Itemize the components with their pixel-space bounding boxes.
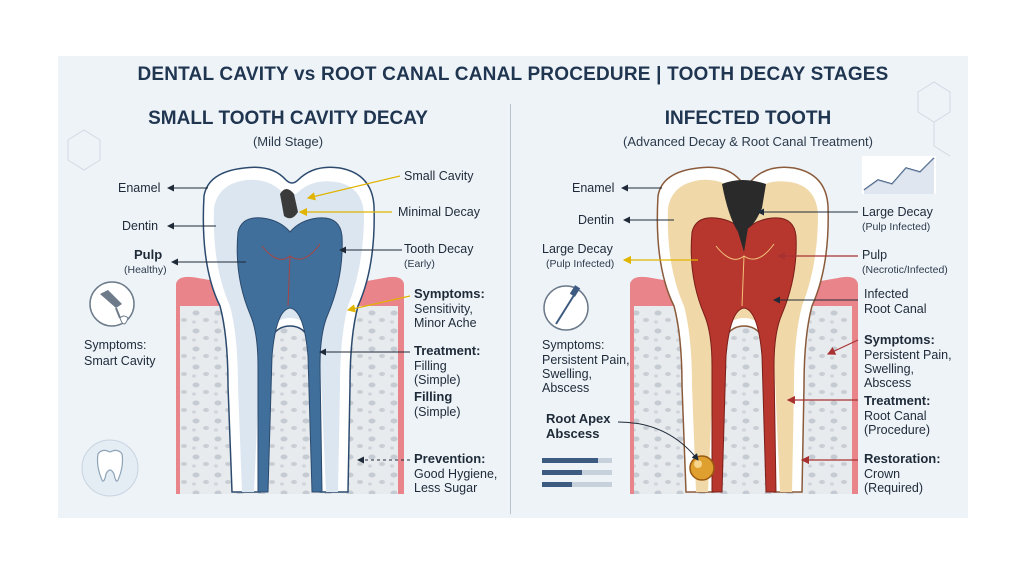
right-side-symptoms-line3: Abscess <box>542 381 590 395</box>
right-decay <box>722 180 766 252</box>
small-cavity-label: Small Cavity <box>404 169 474 183</box>
tooth-decay-label: Tooth Decay <box>404 242 474 256</box>
right-pulp-note: (Necrotic/Infected) <box>862 264 948 276</box>
left-symptoms-line1: Sensitivity, <box>414 302 473 316</box>
right-large-decay-note: (Pulp Infected) <box>862 221 931 233</box>
right-side-symptoms-line2: Swelling, <box>542 367 593 381</box>
right-large-decay-left-label: Large Decay <box>542 242 613 256</box>
tooth-icon <box>81 439 139 497</box>
right-symptoms-title: Symptoms: <box>864 332 935 347</box>
apex-abscess-line2: Abscess <box>546 426 600 441</box>
right-leaders <box>617 184 859 465</box>
dental-drill-icon <box>89 281 135 327</box>
left-leaders <box>167 175 411 464</box>
right-restoration-line1: Crown <box>864 467 901 481</box>
left-prevention-line1: Good Hygiene, <box>414 467 498 481</box>
right-symptoms-line1: Persistent Pain, <box>864 348 952 362</box>
bar-chart-icon <box>542 458 612 487</box>
diagram-panel: DENTAL CAVITY vs ROOT CANAL CANAL PROCED… <box>58 56 968 518</box>
infected-canal-line1: Infected <box>864 287 909 301</box>
right-subheading: (Advanced Decay & Root Canal Treatment) <box>622 134 873 149</box>
left-symptoms-line2: Minor Ache <box>414 316 477 330</box>
right-large-decay-left-note: (Pulp Infected) <box>546 258 615 270</box>
left-pulp-note: (Healthy) <box>124 264 167 276</box>
right-heading: INFECTED TOOTH <box>664 108 832 129</box>
left-enamel-label: Enamel <box>118 181 161 195</box>
left-treatment-line2: (Simple) <box>414 373 461 387</box>
right-abscess <box>689 455 715 481</box>
tooth-decay-note: (Early) <box>404 258 435 270</box>
trend-chart-icon <box>862 156 936 194</box>
minimal-decay-label: Minimal Decay <box>398 205 480 219</box>
left-bone <box>180 306 398 494</box>
right-symptoms-line2: Swelling, <box>864 362 915 376</box>
root-canal-file-icon <box>543 285 589 331</box>
left-treatment-title: Treatment: <box>414 343 481 358</box>
right-treatment-title: Treatment: <box>864 393 931 408</box>
right-large-decay-label: Large Decay <box>862 205 933 219</box>
left-side-symptoms-title: Symptoms: <box>84 338 147 352</box>
infected-canal-line2: Root Canal <box>864 302 927 316</box>
right-enamel-label: Enamel <box>572 181 615 195</box>
left-filling-note: (Simple) <box>414 405 461 419</box>
center-divider <box>510 104 511 514</box>
left-prevention-title: Prevention: <box>414 451 486 466</box>
page-title: DENTAL CAVITY vs ROOT CANAL CANAL PROCED… <box>137 64 889 85</box>
left-dentin-label: Dentin <box>122 219 159 233</box>
right-restoration-line2: (Required) <box>864 481 924 495</box>
left-cavity <box>280 189 298 219</box>
left-filling-title: Filling <box>414 389 453 404</box>
right-dentin-label: Dentin <box>578 213 615 227</box>
left-pulp-label: Pulp <box>134 247 163 262</box>
left-subheading: (Mild Stage) <box>252 134 324 149</box>
left-treatment-line1: Filling <box>414 359 447 373</box>
right-restoration-title: Restoration: <box>864 451 941 466</box>
right-tooth <box>630 166 858 494</box>
right-symptoms-line3: Abscess <box>864 376 912 390</box>
left-tooth <box>176 166 404 494</box>
molecule-icon <box>67 81 951 171</box>
right-side-symptoms-line1: Persistent Pain, <box>542 353 630 367</box>
left-pulp <box>236 217 343 493</box>
left-heading: SMALL TOOTH CAVITY DECAY <box>148 108 428 129</box>
right-side-symptoms-title: Symptoms: <box>542 338 605 352</box>
left-side-symptoms-text: Smart Cavity <box>84 354 156 368</box>
right-treatment-line1: Root Canal <box>864 409 927 423</box>
right-treatment-line2: (Procedure) <box>864 423 930 437</box>
diagram-artwork <box>67 81 951 497</box>
left-prevention-line2: Less Sugar <box>414 481 478 495</box>
apex-abscess-line1: Root Apex <box>546 411 611 426</box>
right-pulp-label: Pulp <box>862 248 888 262</box>
left-symptoms-title: Symptoms: <box>414 286 485 301</box>
